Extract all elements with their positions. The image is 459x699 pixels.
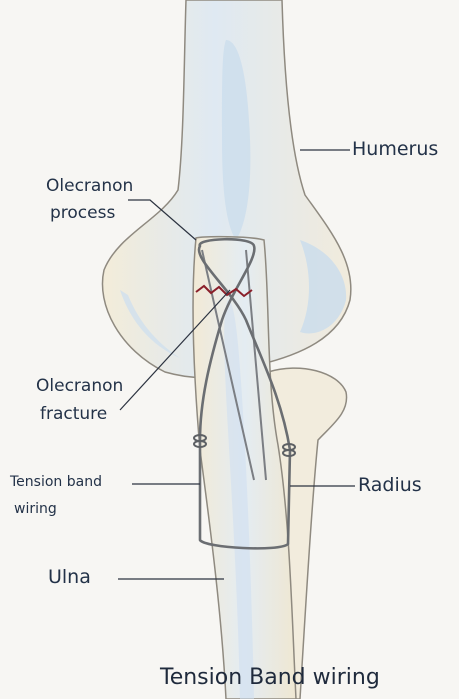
- ulna-label: Ulna: [48, 566, 91, 590]
- olecranon-process-label-line2: process: [50, 203, 115, 224]
- olecranon-process-label-line1: Olecranon: [46, 176, 133, 197]
- tension-band-label-line2: wiring: [14, 501, 57, 519]
- tension-band-label-line1: Tension band: [10, 474, 102, 492]
- olecranon-fracture-label-line2: fracture: [40, 404, 107, 425]
- radius-label: Radius: [358, 474, 422, 498]
- diagram-title: Tension Band wiring: [160, 664, 380, 692]
- olecranon-fracture-label-line1: Olecranon: [36, 376, 123, 397]
- humerus-label: Humerus: [352, 138, 438, 162]
